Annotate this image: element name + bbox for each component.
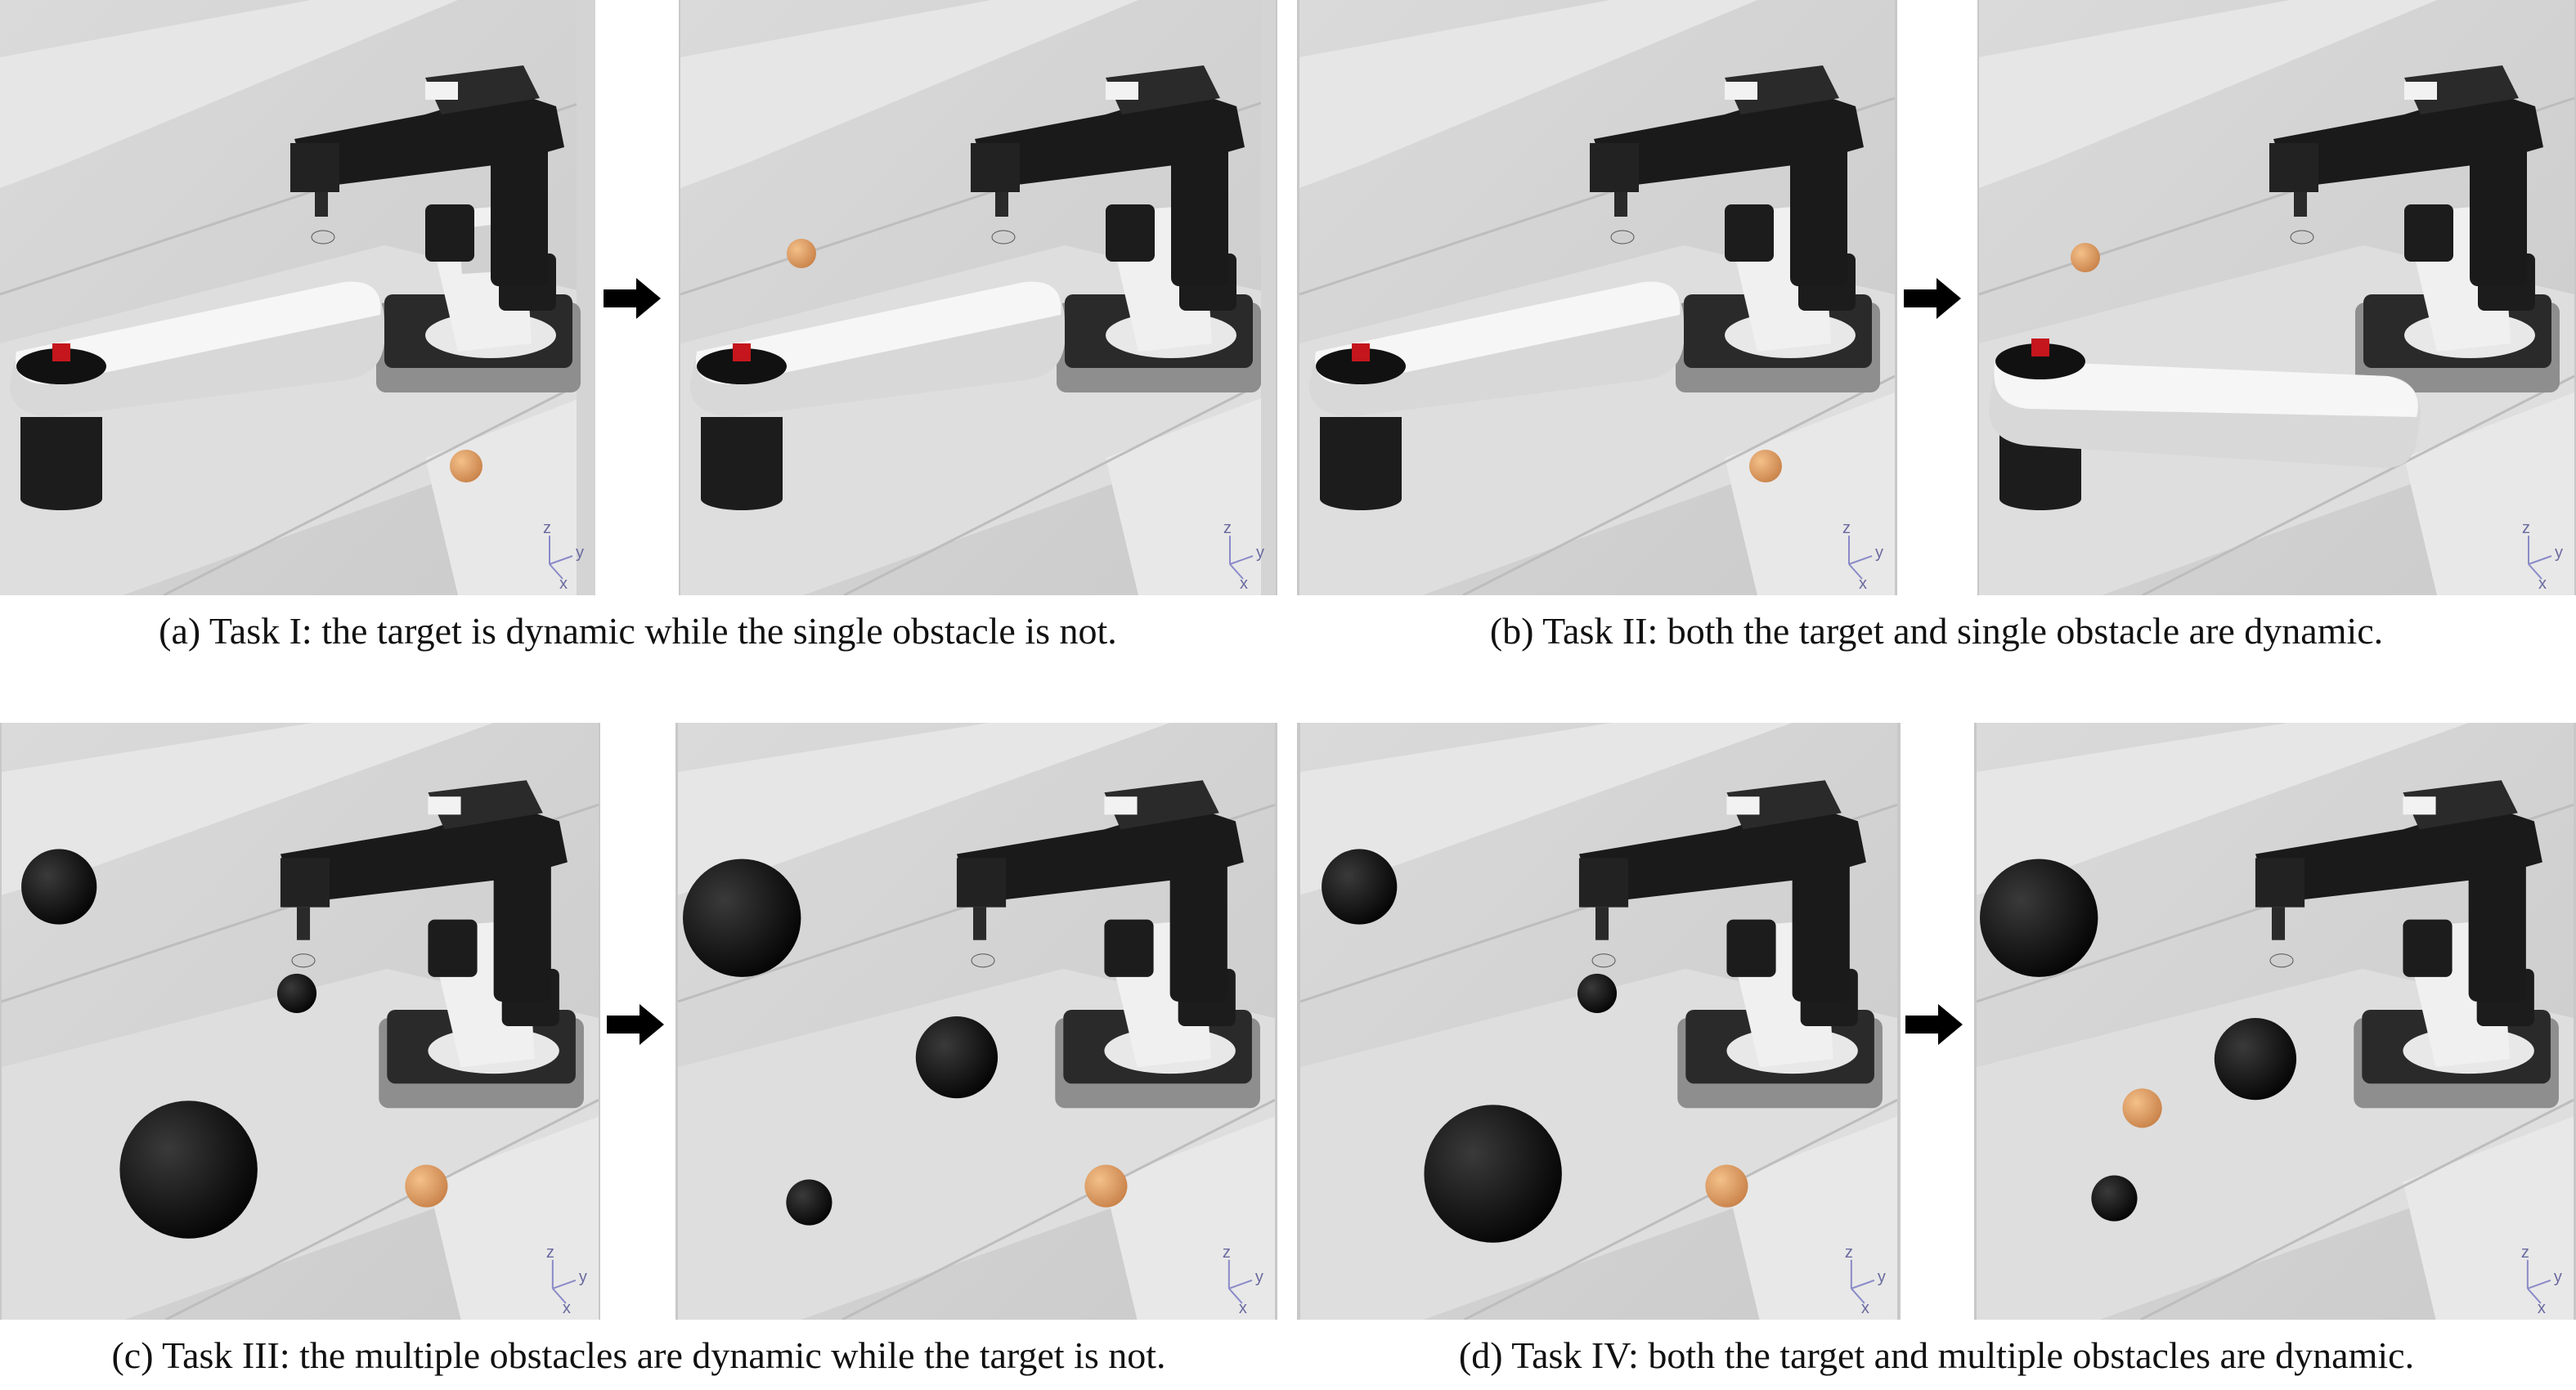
svg-text:z: z <box>1845 1244 1853 1262</box>
svg-text:x: x <box>559 575 568 593</box>
obstacle-sphere <box>915 1016 999 1099</box>
svg-text:z: z <box>1223 1244 1231 1262</box>
axis-gizmo: z y x <box>543 519 584 593</box>
arrow-icon <box>1904 278 1961 319</box>
svg-text:z: z <box>543 519 551 537</box>
panel-task1-start: z y x <box>0 0 595 595</box>
arrow-icon <box>604 278 661 319</box>
obstacle-sphere <box>1424 1105 1562 1243</box>
svg-text:z: z <box>2521 1244 2529 1262</box>
robot-arm <box>2269 65 2560 392</box>
caption-c: (c) Task III: the multiple obstacles are… <box>111 1334 1166 1376</box>
axis-gizmo: z y x <box>1842 519 1883 593</box>
caption-b: (b) Task II: both the target and single … <box>1489 610 2384 652</box>
caption-a: (a) Task I: the target is dynamic while … <box>159 610 1117 652</box>
target-ball <box>2071 243 2100 272</box>
panel-task2-end: z y x <box>1977 0 2576 595</box>
target-ball <box>2122 1088 2162 1128</box>
target-ball <box>1084 1164 1128 1208</box>
bar-obstacle <box>689 281 1065 510</box>
axis-gizmo: z y x <box>2522 519 2563 593</box>
target-ball <box>787 239 816 268</box>
axis-gizmo: z y x <box>546 1244 587 1317</box>
axis-gizmo: z y x <box>1845 1244 1886 1317</box>
svg-text:x: x <box>563 1299 571 1317</box>
obstacle-sphere <box>119 1101 258 1239</box>
axis-gizmo: z y x <box>1223 1244 1263 1317</box>
obstacle-sphere <box>21 849 97 925</box>
svg-text:x: x <box>1859 575 1867 593</box>
target-ball <box>1705 1164 1748 1208</box>
panel-task2-start: z y x <box>1297 0 1897 595</box>
panel-task1-end: z y x <box>679 0 1277 595</box>
robot-arm <box>290 65 581 392</box>
robot-arm <box>1578 780 1883 1109</box>
obstacle-sphere <box>2214 1017 2297 1101</box>
svg-text:y: y <box>576 544 584 562</box>
panel-task4-start: z y x <box>1297 723 1901 1320</box>
svg-text:x: x <box>1861 1299 1869 1317</box>
svg-text:y: y <box>2555 544 2563 562</box>
axis-gizmo: z y x <box>2521 1244 2562 1317</box>
target-ball <box>450 450 482 482</box>
obstacle-sphere <box>786 1179 832 1226</box>
svg-text:z: z <box>1842 519 1851 537</box>
bar-obstacle <box>1989 339 2421 510</box>
bar-obstacle <box>9 281 385 510</box>
svg-text:y: y <box>1256 544 1264 562</box>
panel-task4-end: z y x <box>1974 723 2576 1320</box>
caption-d: (d) Task IV: both the target and multipl… <box>1458 1334 2415 1376</box>
panel-task3-end: z y x <box>675 723 1277 1320</box>
svg-text:x: x <box>1239 1299 1247 1317</box>
robot-arm <box>956 780 1260 1109</box>
svg-text:z: z <box>546 1244 554 1262</box>
robot-arm <box>971 65 1261 392</box>
svg-text:x: x <box>2538 575 2547 593</box>
robot-arm <box>2255 780 2559 1109</box>
obstacle-sphere <box>276 973 317 1013</box>
arrow-icon <box>1905 1004 1963 1045</box>
svg-text:y: y <box>1875 544 1883 562</box>
obstacle-sphere <box>2091 1175 2138 1222</box>
svg-text:y: y <box>1255 1268 1263 1286</box>
svg-text:x: x <box>2538 1299 2546 1317</box>
bar-obstacle <box>1308 281 1684 510</box>
obstacle-sphere <box>1322 849 1398 925</box>
panel-task3-start: z y x <box>0 723 600 1320</box>
robot-arm <box>1590 65 1880 392</box>
svg-text:x: x <box>1240 575 1248 593</box>
robot-arm <box>280 780 584 1109</box>
svg-text:y: y <box>579 1268 587 1286</box>
obstacle-sphere <box>1577 973 1618 1013</box>
axis-gizmo: z y x <box>1223 519 1264 593</box>
svg-text:z: z <box>1223 519 1232 537</box>
target-ball <box>405 1164 448 1208</box>
obstacle-sphere <box>683 859 801 977</box>
obstacle-sphere <box>1980 859 2098 977</box>
target-ball <box>1749 450 1782 482</box>
svg-text:z: z <box>2522 519 2530 537</box>
svg-text:y: y <box>1878 1268 1886 1286</box>
arrow-icon <box>607 1004 664 1045</box>
svg-text:y: y <box>2554 1268 2562 1286</box>
